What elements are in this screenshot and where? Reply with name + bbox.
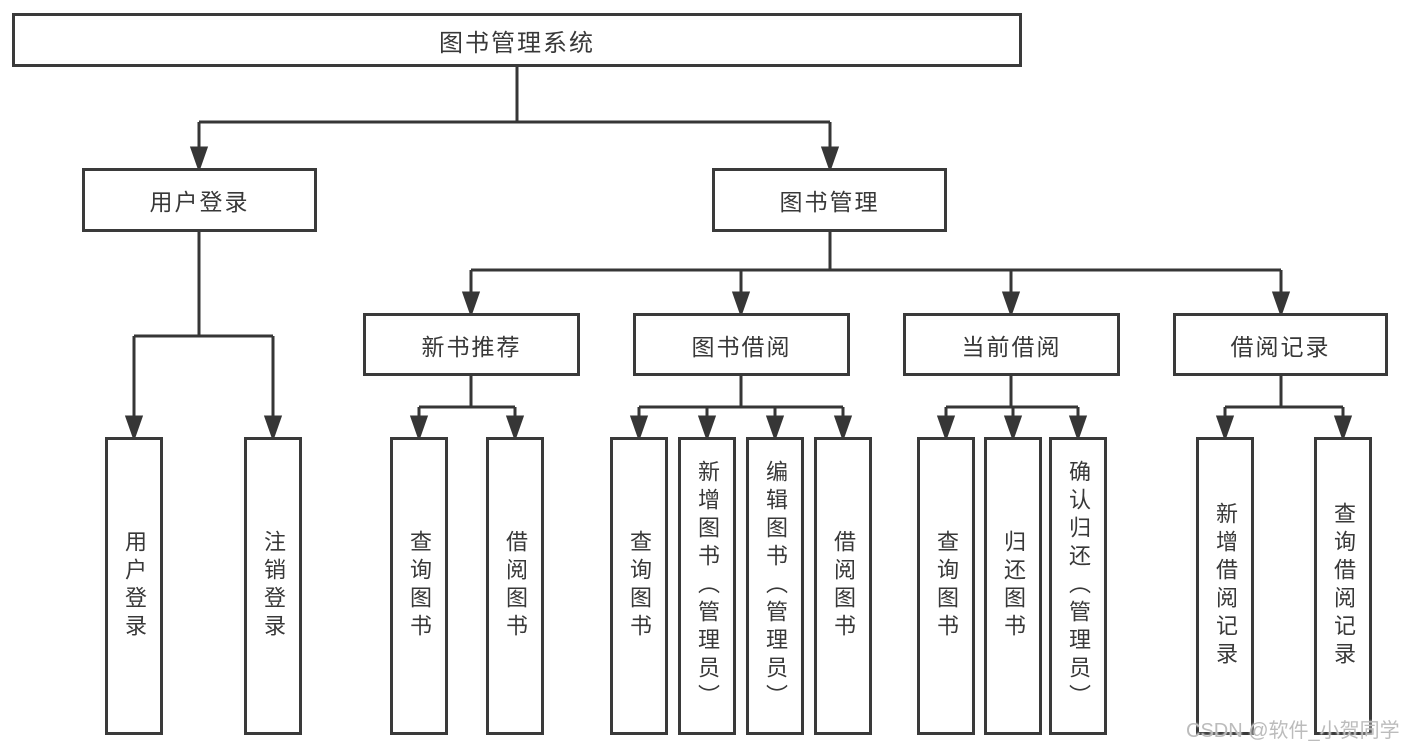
node-book-management: 图书管理 bbox=[712, 168, 947, 232]
connector-root-to-level2 bbox=[189, 67, 840, 173]
connector-user-login-to-leaves bbox=[124, 232, 283, 442]
leaf-add-borrow-record-label: 新增借阅记录 bbox=[1213, 502, 1238, 670]
leaf-edit-book-admin: 编辑图书（管理员） bbox=[746, 437, 804, 735]
node-borrow-records: 借阅记录 bbox=[1173, 313, 1388, 376]
node-book-borrow-label: 图书借阅 bbox=[691, 333, 792, 360]
leaf-borrow-books: 借阅图书 bbox=[814, 437, 872, 735]
leaf-add-book-admin-label: 新增图书（管理员） bbox=[695, 460, 720, 712]
node-current-borrow-label: 当前借阅 bbox=[961, 333, 1062, 360]
leaf-query-books-borrow-label: 查询图书 bbox=[627, 530, 652, 642]
node-root: 图书管理系统 bbox=[12, 13, 1022, 67]
leaf-query-books-recommend: 查询图书 bbox=[390, 437, 448, 735]
leaf-add-borrow-record: 新增借阅记录 bbox=[1196, 437, 1254, 735]
leaf-query-books-current: 查询图书 bbox=[917, 437, 975, 735]
connector-new-book-to-leaves bbox=[409, 376, 525, 442]
connector-borrow-records-to-leaves bbox=[1215, 376, 1353, 442]
watermark: CSDN @软件_小贺同学 bbox=[1186, 720, 1400, 742]
node-root-label: 图书管理系统 bbox=[439, 29, 595, 57]
node-book-management-label: 图书管理 bbox=[779, 189, 880, 215]
leaf-query-borrow-record: 查询借阅记录 bbox=[1314, 437, 1372, 735]
leaf-add-book-admin: 新增图书（管理员） bbox=[678, 437, 736, 735]
leaf-logout: 注销登录 bbox=[244, 437, 302, 735]
leaf-query-books-recommend-label: 查询图书 bbox=[407, 530, 432, 642]
leaf-query-books-current-label: 查询图书 bbox=[934, 530, 959, 642]
node-user-login: 用户登录 bbox=[82, 168, 317, 232]
node-user-login-label: 用户登录 bbox=[149, 189, 250, 215]
leaf-confirm-return-admin-label: 确认归还（管理员） bbox=[1066, 460, 1091, 712]
node-current-borrow: 当前借阅 bbox=[903, 313, 1120, 376]
leaf-edit-book-admin-label: 编辑图书（管理员） bbox=[763, 460, 788, 712]
leaf-return-book: 归还图书 bbox=[984, 437, 1042, 735]
leaf-user-login-label: 用户登录 bbox=[122, 530, 147, 642]
leaf-confirm-return-admin: 确认归还（管理员） bbox=[1049, 437, 1107, 735]
leaf-borrow-books-recommend: 借阅图书 bbox=[486, 437, 544, 735]
leaf-query-books-borrow: 查询图书 bbox=[610, 437, 668, 735]
leaf-logout-label: 注销登录 bbox=[261, 530, 286, 642]
connector-current-borrow-to-leaves bbox=[936, 376, 1088, 442]
leaf-borrow-books-recommend-label: 借阅图书 bbox=[503, 530, 528, 642]
node-new-book-recommend: 新书推荐 bbox=[363, 313, 580, 376]
node-borrow-records-label: 借阅记录 bbox=[1230, 333, 1331, 360]
leaf-borrow-books-label: 借阅图书 bbox=[831, 530, 856, 642]
connector-book-management-to-level3 bbox=[461, 232, 1291, 318]
leaf-user-login: 用户登录 bbox=[105, 437, 163, 735]
node-new-book-recommend-label: 新书推荐 bbox=[421, 333, 522, 360]
leaf-query-borrow-record-label: 查询借阅记录 bbox=[1331, 502, 1356, 670]
connector-book-borrow-to-leaves bbox=[629, 376, 853, 442]
leaf-return-book-label: 归还图书 bbox=[1001, 530, 1026, 642]
node-book-borrow: 图书借阅 bbox=[633, 313, 850, 376]
